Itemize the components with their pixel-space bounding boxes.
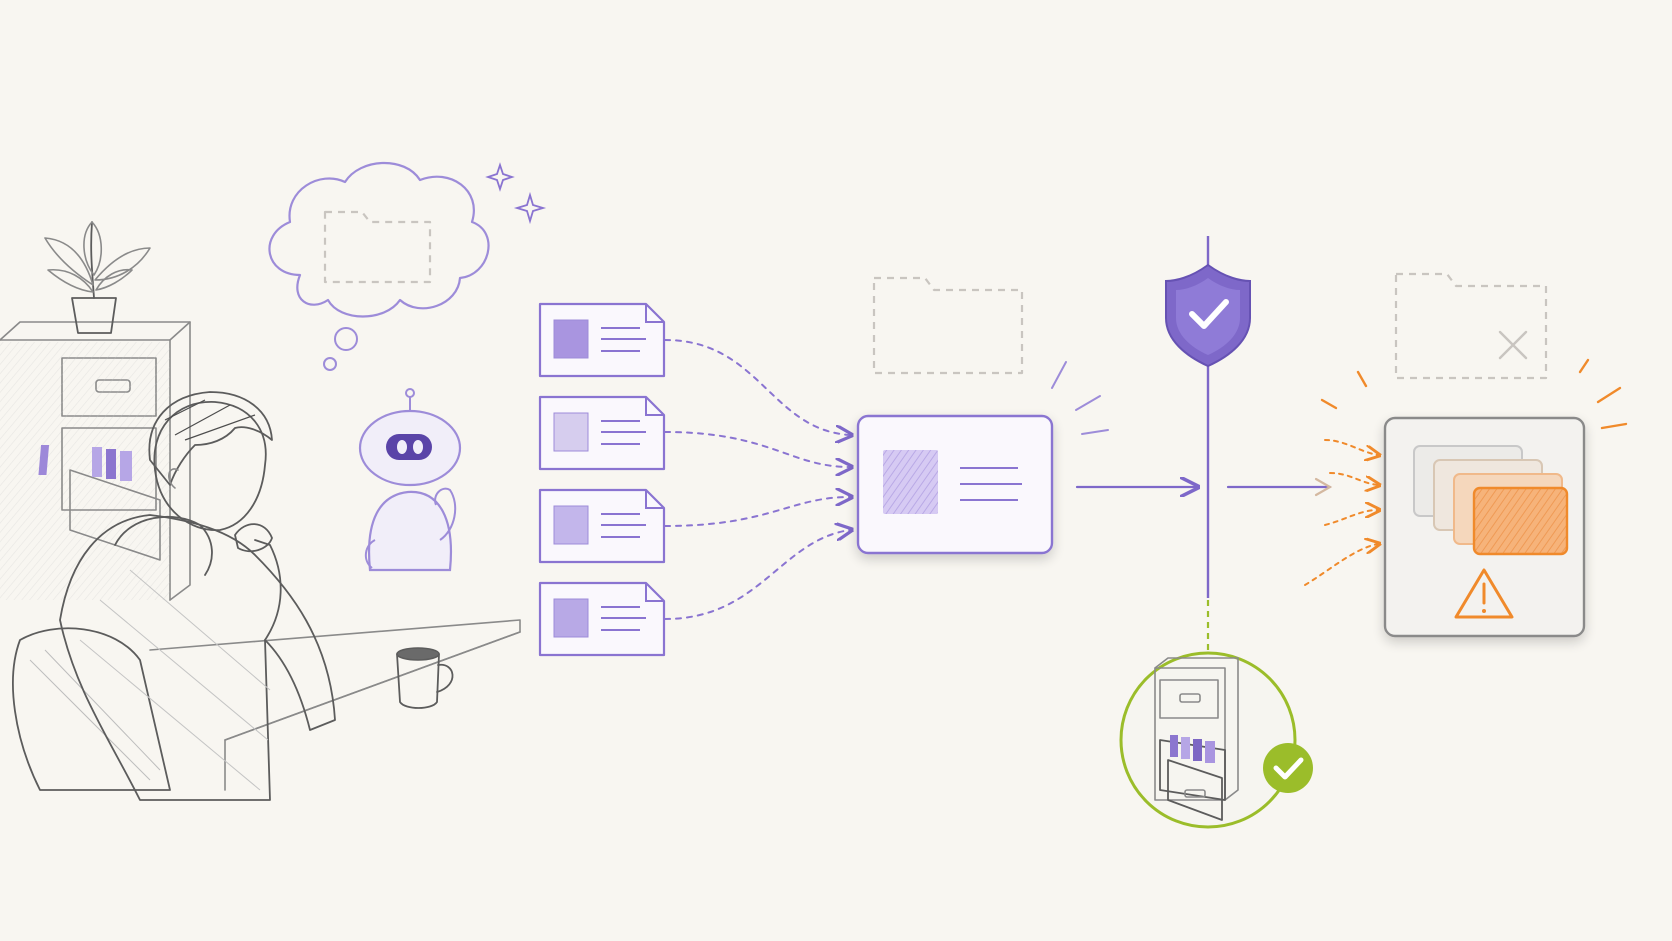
document-card-icon <box>538 488 666 564</box>
folder-icon <box>323 210 432 284</box>
robot-assistant-icon <box>358 388 462 572</box>
desk-scene <box>0 221 521 801</box>
thought-cloud-icon <box>268 161 490 371</box>
merge-connectors <box>664 339 850 620</box>
document-card-icon <box>538 302 666 378</box>
folder-icon <box>872 276 1024 375</box>
document-stack <box>538 302 666 657</box>
merged-document-icon <box>856 414 1054 555</box>
shield-check-icon <box>1165 263 1251 368</box>
desk <box>149 619 521 791</box>
document-card-icon <box>538 395 666 471</box>
person-thinking-icon <box>59 391 336 801</box>
chair <box>12 627 171 791</box>
filing-cabinet-icon <box>0 321 191 601</box>
warning-icon <box>1454 568 1514 619</box>
potted-plant-icon <box>44 221 151 334</box>
conflict-arrows <box>1304 439 1378 586</box>
document-card-icon <box>538 581 666 657</box>
alert-marks <box>1320 358 1628 430</box>
sparkle-icon <box>485 162 547 225</box>
emphasis-marks <box>1051 361 1109 435</box>
coffee-mug-icon <box>396 647 454 709</box>
folder-x-icon <box>1394 272 1548 380</box>
stacked-files <box>1413 445 1569 556</box>
filing-cabinet-check-icon <box>1119 651 1313 829</box>
